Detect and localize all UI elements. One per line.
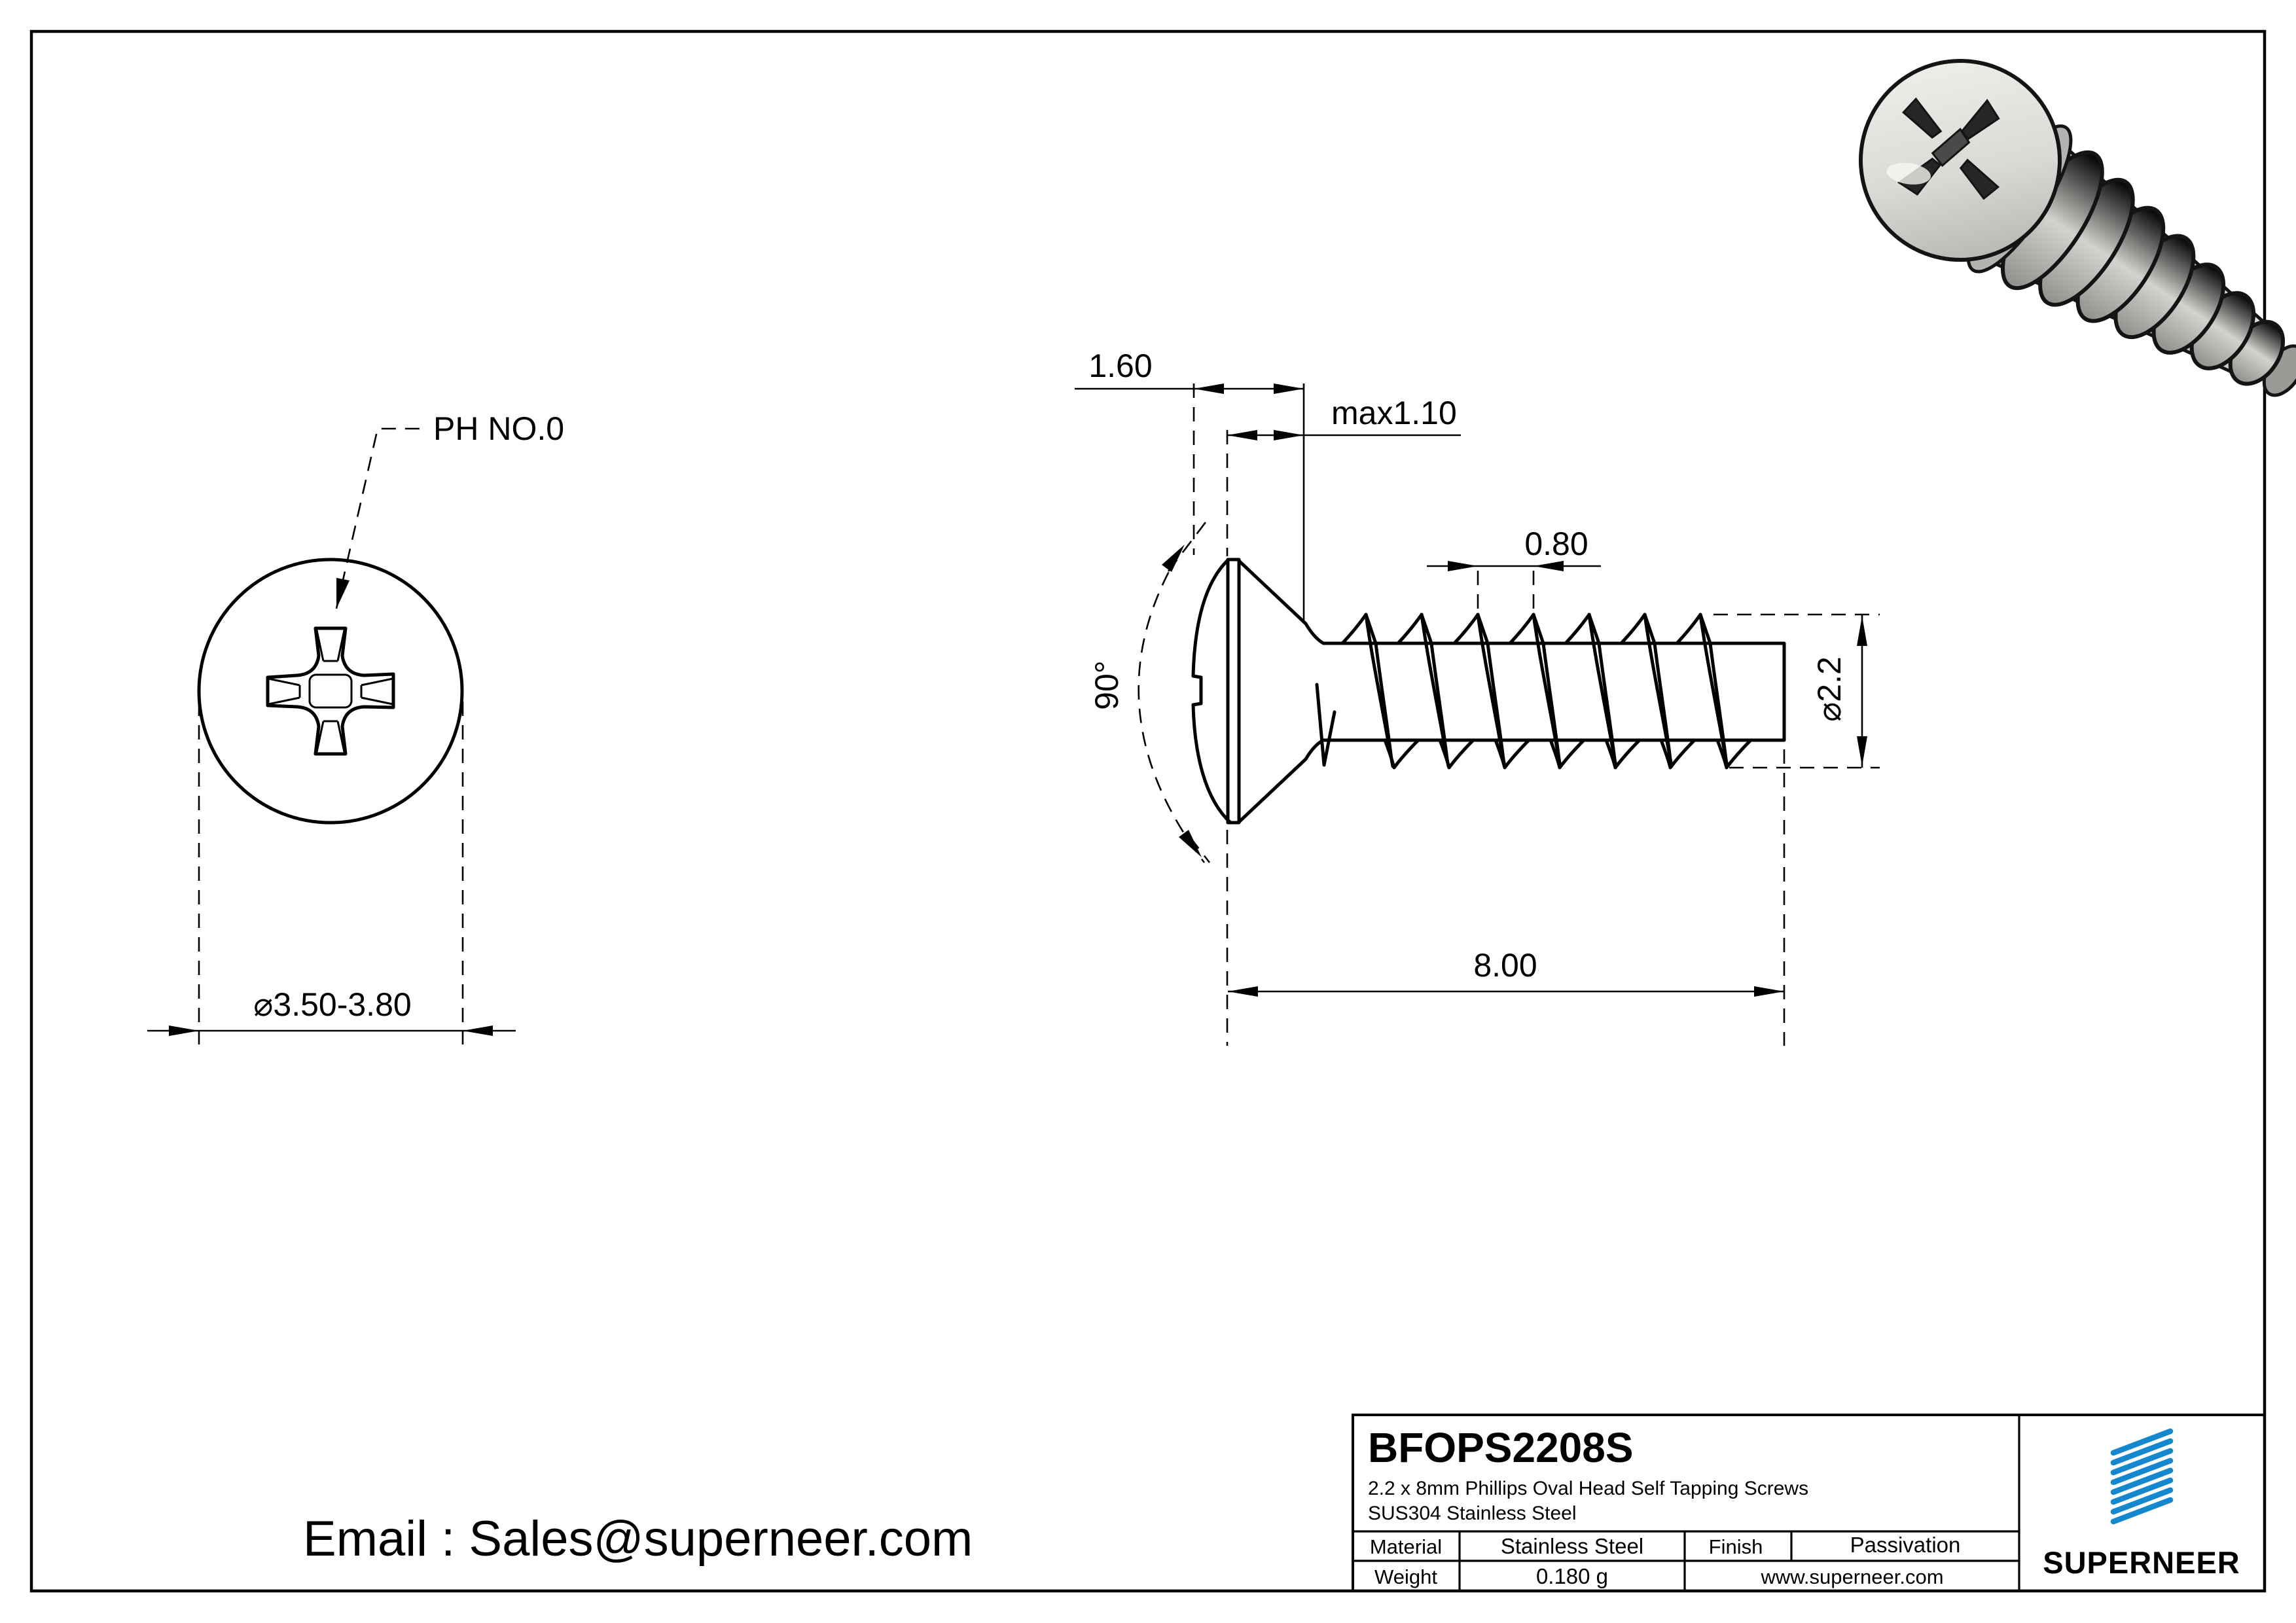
dim-thread-diameter: ⌀2.2 <box>1713 613 1880 769</box>
brand-name: SUPERNEER <box>2043 1545 2240 1580</box>
material-label: Material <box>1370 1535 1442 1558</box>
recess-label: PH NO.0 <box>433 410 564 447</box>
material-value: Stainless Steel <box>1501 1534 1643 1558</box>
render-3d <box>1859 59 2296 397</box>
page-border-frame <box>29 29 2267 1593</box>
top-view: PH NO.0 ⌀3.50-3.80 <box>147 410 564 1044</box>
side-view: 1.60 max1.10 0.80 90° <box>1075 348 1880 1046</box>
weight-value: 0.180 g <box>1536 1564 1608 1588</box>
thread-profile <box>1315 613 1753 770</box>
dim-head-diameter: ⌀3.50-3.80 <box>147 702 516 1044</box>
head-outline-circle <box>197 558 464 825</box>
description-line2: SUS304 Stainless Steel <box>1368 1503 1577 1524</box>
pitch-label: 0.80 <box>1524 526 1588 562</box>
dim-length: 8.00 <box>1226 749 1785 1046</box>
dim-countersink-angle: 90° <box>1088 522 1211 863</box>
head-band <box>1226 558 1241 825</box>
head-height-label: 1.60 <box>1088 348 1152 384</box>
thread-coils-3d <box>2001 150 2286 386</box>
description-line1: 2.2 x 8mm Phillips Oval Head Self Tappin… <box>1368 1478 1808 1499</box>
logo: SUPERNEER <box>2043 1428 2240 1580</box>
finish-label: Finish <box>1709 1535 1763 1558</box>
dim-head-height: 1.60 <box>1075 348 1305 620</box>
length-label: 8.00 <box>1473 947 1537 984</box>
shank-outline <box>1237 559 1786 824</box>
dim-oval-height: max1.10 <box>1226 395 1461 556</box>
dim-recess-leader: PH NO.0 <box>335 410 564 609</box>
dim-pitch: 0.80 <box>1427 526 1601 611</box>
email-text: Email : Sales@superneer.com <box>303 1511 973 1567</box>
head-diameter-label: ⌀3.50-3.80 <box>253 986 411 1023</box>
weight-label: Weight <box>1374 1565 1437 1588</box>
oval-height-label: max1.10 <box>1331 395 1457 431</box>
part-number: BFOPS2208S <box>1368 1424 1634 1471</box>
phillips-recess-icon <box>266 626 395 756</box>
finish-value: Passivation <box>1850 1533 1961 1557</box>
thread-diameter-label: ⌀2.2 <box>1811 656 1848 722</box>
logo-stripes-icon <box>2110 1428 2174 1525</box>
head-dome-profile <box>1191 558 1232 825</box>
website-link[interactable]: www.superneer.com <box>1760 1565 1943 1588</box>
countersink-angle-label: 90° <box>1088 660 1125 710</box>
title-block: BFOPS2208S 2.2 x 8mm Phillips Oval Head … <box>1352 1414 2266 1592</box>
